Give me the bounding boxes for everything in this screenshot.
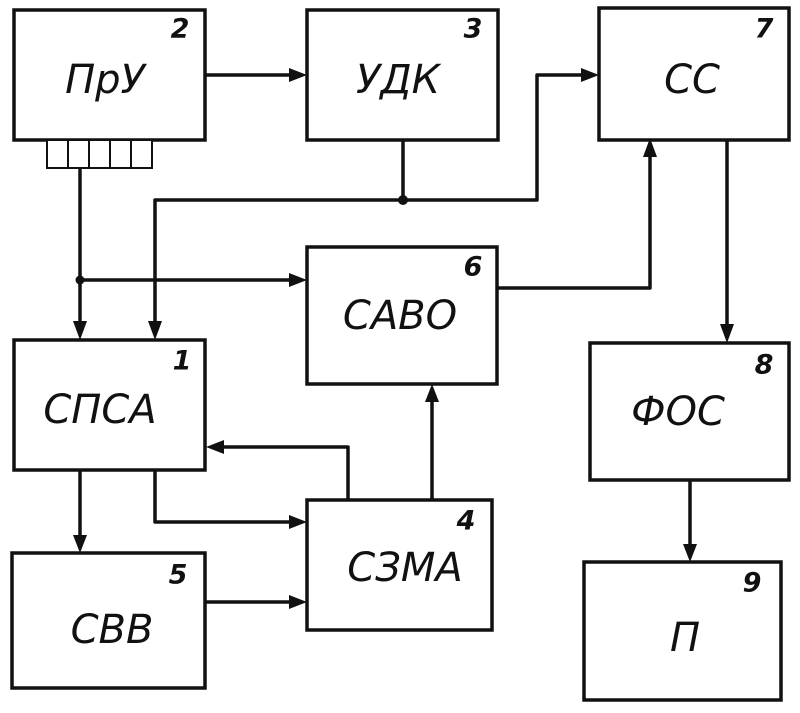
arrowhead-savo-from-szma — [425, 384, 439, 402]
arrowhead-savo-from-pru — [289, 273, 307, 287]
block-2: 2 ПрУ — [14, 10, 205, 168]
block-1-number: 1 — [173, 346, 192, 377]
block-8-number: 8 — [755, 350, 774, 381]
block-3: 3 УДК — [307, 10, 498, 140]
block-8-label: ФОС — [631, 389, 725, 435]
block-7-number: 7 — [755, 14, 774, 45]
arrowhead-p — [683, 544, 697, 562]
block-5-number: 5 — [169, 560, 188, 591]
block-8: 8 ФОС — [590, 343, 789, 480]
junction-dot-udk-bus — [398, 195, 408, 205]
block-4: 4 СЗМА — [307, 500, 492, 630]
arrowhead-spsa-from-pru — [73, 321, 87, 340]
block-4-number: 4 — [456, 506, 476, 537]
block-9-number: 9 — [743, 568, 762, 599]
arrowhead-udk — [289, 68, 307, 82]
arrowhead-szma-from-svv — [289, 595, 307, 609]
block-7: 7 СС — [599, 8, 789, 140]
block-1: 1 СПСА — [14, 340, 205, 470]
line-spsa-to-szma — [155, 470, 295, 522]
arrowhead-spsa-from-szma — [206, 440, 224, 454]
block-3-number: 3 — [464, 14, 483, 45]
block-7-label: СС — [664, 57, 720, 103]
block-9: 9 П — [584, 562, 781, 700]
block-9-label: П — [670, 615, 700, 661]
arrowhead-svv — [73, 535, 87, 553]
line-szma-to-spsa — [220, 447, 348, 500]
block-2-number: 2 — [171, 14, 190, 45]
arrowhead-szma-from-spsa — [289, 515, 307, 529]
block-5-label: СВВ — [71, 607, 154, 653]
block-6-number: 6 — [464, 252, 483, 283]
junction-dot-pru-branch — [76, 276, 85, 285]
line-savo-to-ss — [497, 153, 650, 288]
block-5: 5 СВВ — [12, 553, 205, 688]
block-4-label: СЗМА — [347, 545, 462, 591]
block-3-label: УДК — [356, 57, 442, 103]
arrowhead-ss-from-bus — [581, 68, 599, 82]
block-6-label: САВО — [343, 293, 457, 339]
block-1-label: СПСА — [43, 387, 156, 433]
connector-pins — [47, 140, 152, 168]
arrowhead-fos — [720, 324, 734, 343]
block-2-label: ПрУ — [65, 57, 147, 103]
arrowhead-spsa-from-bus — [148, 321, 162, 340]
block-6: 6 САВО — [307, 247, 497, 384]
